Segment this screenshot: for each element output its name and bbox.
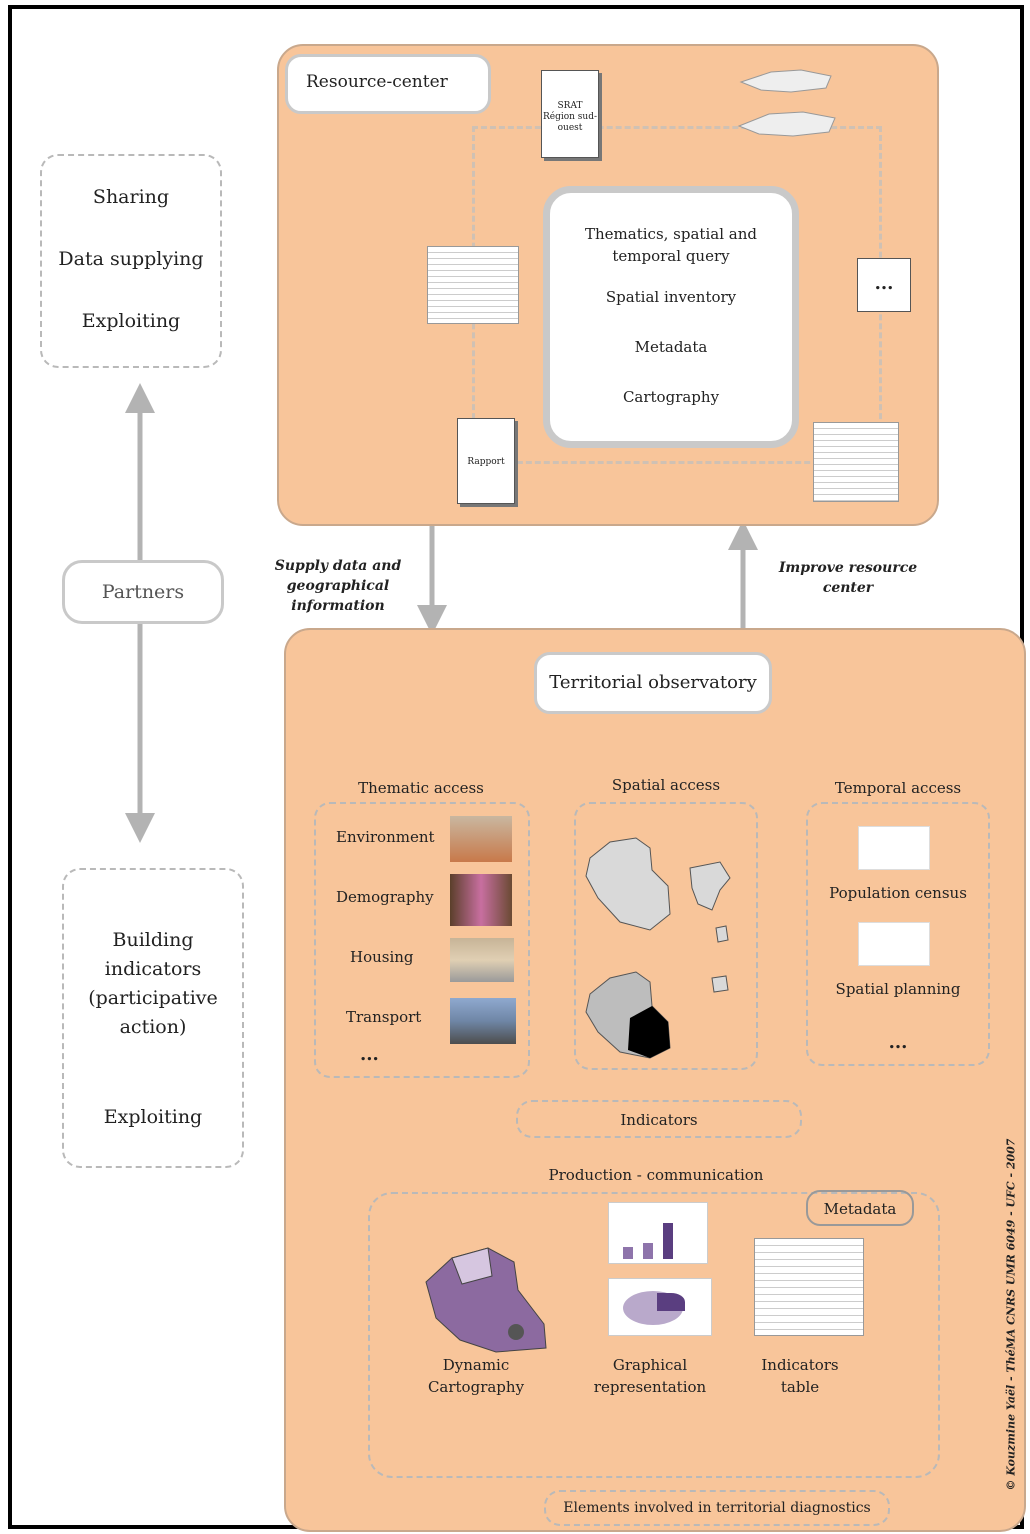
clock-icon bbox=[858, 826, 930, 870]
spatial-access-box bbox=[574, 802, 758, 1070]
query-spatial-inventory: Spatial inventory bbox=[605, 288, 737, 306]
query-thematics: Thematics, spatial and temporal query bbox=[585, 225, 757, 265]
thematic-housing: Housing bbox=[350, 948, 414, 966]
pie-chart-image bbox=[608, 1278, 712, 1336]
roles-box-top: Sharing Data supplying Exploiting bbox=[40, 154, 222, 368]
more-box: ... bbox=[857, 258, 911, 312]
resource-center-title-box: Resource-center bbox=[285, 54, 491, 114]
housing-photo bbox=[450, 938, 514, 982]
role-building-indicators: Building indicators (participative actio… bbox=[88, 929, 218, 1038]
partners-label: Partners bbox=[101, 581, 185, 603]
srat-document-icon: SRAT Région sud-ouest bbox=[541, 70, 599, 158]
indicators-table-image bbox=[754, 1238, 864, 1336]
thematic-access-label: Thematic access bbox=[358, 779, 484, 797]
partners-box: Partners bbox=[62, 560, 224, 624]
temporal-population-census: Population census bbox=[829, 884, 967, 902]
algeria-maps bbox=[585, 837, 731, 1059]
resource-center-panel: Resource-center SRAT Région sud-ouest Ra… bbox=[277, 44, 939, 526]
indicators-label: Indicators bbox=[620, 1111, 698, 1129]
elements-box: Elements involved in territorial diagnos… bbox=[544, 1490, 890, 1526]
production-box: Metadata Dynamic Cartography Graphical r… bbox=[368, 1190, 940, 1478]
dynamic-map-image bbox=[425, 1247, 547, 1353]
roles-box-bottom: Building indicators (participative actio… bbox=[62, 868, 244, 1168]
clock-icon-2 bbox=[858, 922, 930, 966]
temporal-access-box: Population census Spatial planning ... bbox=[806, 802, 990, 1066]
resource-center-title: Resource-center bbox=[306, 72, 448, 92]
query-metadata: Metadata bbox=[634, 338, 708, 356]
spatial-access-label: Spatial access bbox=[611, 776, 721, 794]
query-cartography: Cartography bbox=[622, 388, 720, 406]
observatory-title-box: Territorial observatory bbox=[534, 652, 772, 714]
demography-photo bbox=[450, 874, 512, 926]
thematic-access-box: Environment Demography Housing Transport… bbox=[314, 802, 530, 1078]
role-exploiting: Exploiting bbox=[81, 310, 181, 332]
supply-label: Supply data and geographical information bbox=[274, 558, 402, 614]
temporal-ellipsis: ... bbox=[888, 1032, 908, 1053]
indicators-box: Indicators bbox=[516, 1100, 802, 1138]
observatory-title: Territorial observatory bbox=[549, 672, 757, 693]
observatory-panel: Territorial observatory Thematic access … bbox=[284, 628, 1026, 1532]
query-box: Thematics, spatial and temporal query Sp… bbox=[543, 186, 799, 448]
output-graphical-representation: Graphical representation bbox=[593, 1356, 707, 1396]
spreadsheet-icon-2 bbox=[813, 422, 899, 502]
environment-photo bbox=[450, 816, 512, 862]
role-sharing: Sharing bbox=[92, 186, 170, 208]
credit-text: © Kouzmine Yaël - ThéMA CNRS UMR 6049 - … bbox=[1004, 1138, 1018, 1491]
output-indicators-table: Indicators table bbox=[761, 1356, 839, 1396]
elements-label: Elements involved in territorial diagnos… bbox=[563, 1500, 871, 1516]
thematic-environment: Environment bbox=[336, 828, 435, 846]
report-document-icon: Rapport bbox=[457, 418, 515, 504]
temporal-access-label: Temporal access bbox=[834, 779, 962, 797]
spreadsheet-icon bbox=[427, 246, 519, 324]
role-data-supplying: Data supplying bbox=[58, 248, 204, 270]
temporal-spatial-planning: Spatial planning bbox=[835, 980, 961, 998]
output-dynamic-cartography: Dynamic Cartography bbox=[427, 1356, 525, 1396]
transport-photo bbox=[450, 998, 516, 1044]
production-label: Production - communication bbox=[548, 1166, 764, 1184]
bar-chart-image bbox=[608, 1202, 708, 1264]
metadata-badge: Metadata bbox=[806, 1190, 914, 1226]
improve-label: Improve resource center bbox=[778, 560, 918, 596]
thematic-transport: Transport bbox=[346, 1008, 422, 1026]
role-exploiting-2: Exploiting bbox=[103, 1106, 203, 1128]
thematic-demography: Demography bbox=[336, 888, 434, 906]
thematic-ellipsis: ... bbox=[360, 1044, 379, 1065]
metadata-label: Metadata bbox=[823, 1200, 897, 1218]
report-label: Rapport bbox=[467, 457, 505, 467]
srat-document-label: SRAT Région sud-ouest bbox=[542, 101, 598, 133]
map-thumbnails bbox=[737, 69, 836, 137]
more-ellipsis: ... bbox=[874, 273, 894, 294]
